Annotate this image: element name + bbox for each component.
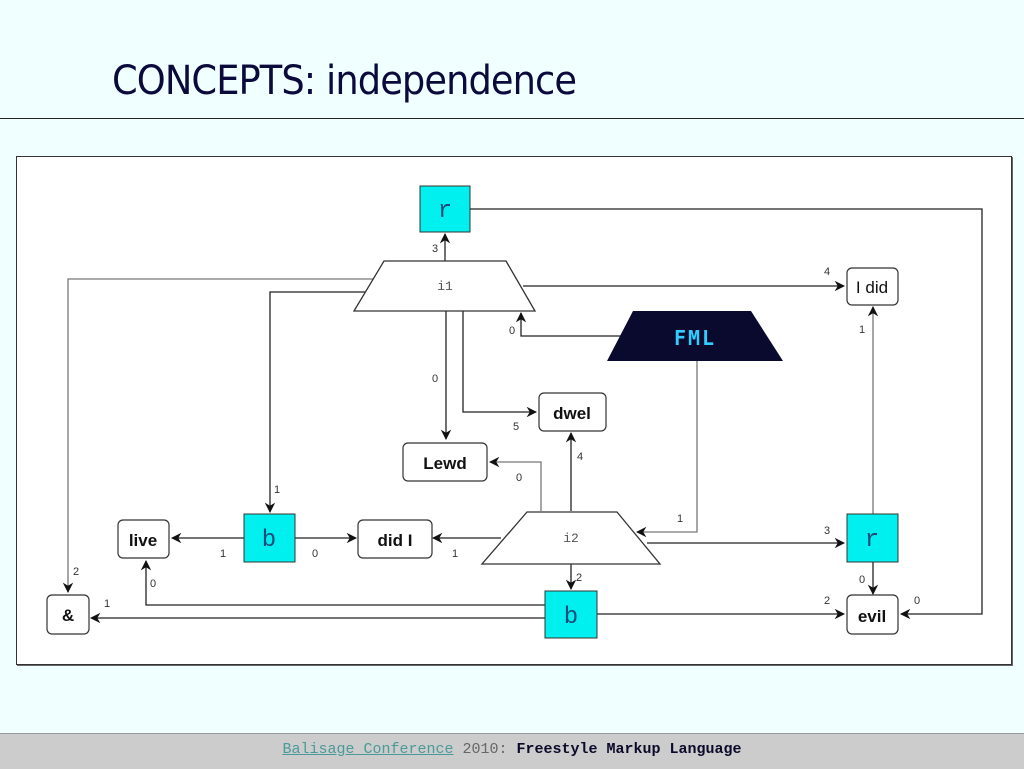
label-r-right-i-did: 1 [859,324,865,336]
footer: Balisage Conference 2010: Freestyle Mark… [0,733,1024,769]
node-evil-label: evil [858,607,886,626]
label-i2-dwel: 4 [577,451,583,463]
node-i-did-label: I did [856,278,888,297]
footer-year: 2010: [462,741,508,758]
label-i1-i-did: 4 [824,266,830,278]
label-i1-r-top: 3 [432,243,438,255]
label-r-right-evil: 0 [859,574,865,586]
node-did-i-label: did I [378,531,413,550]
node-lewd-label: Lewd [423,454,466,473]
node-lewd[interactable] [402,442,488,482]
label-fml-i1: 0 [509,325,515,337]
node-amp-label: & [62,606,74,625]
edge-fml-i1 [515,311,627,337]
label-b-bottom-live: 0 [150,578,156,590]
edge-fml-i2 [635,361,698,538]
node-b-left-label: b [262,527,276,554]
node-i1[interactable] [352,260,537,312]
edge-i1-b-left [264,291,367,514]
diagram-canvas: r i1 FML I did dwel Lewd live b did I i2… [46,185,983,639]
label-r-top-evil: 0 [914,595,920,607]
edge-b-bottom-live [140,559,545,606]
label-i1-amp: 2 [73,566,79,578]
node-r-top[interactable] [419,185,471,233]
label-b-bottom-evil: 2 [824,595,830,607]
edge-i1-amp [62,278,381,594]
edge-i1-dwel [462,311,538,418]
talk-title: Freestyle Markup Language [516,741,742,758]
label-i1-b-left: 1 [274,484,280,496]
diagram-frame: r i1 FML I did dwel Lewd live b did I i2… [16,156,1012,665]
node-i2-label: i2 [563,531,579,546]
node-b-left[interactable] [243,513,296,563]
label-i2-did-i: 1 [452,548,458,560]
node-fml-label: FML [674,326,716,350]
node-did-i[interactable] [357,519,433,559]
node-dwel-label: dwel [553,404,591,423]
label-i2-lewd: 0 [516,472,522,484]
label-b-bottom-amp: 1 [104,598,110,610]
label-fml-i2: 1 [677,513,683,525]
slide-title: CONCEPTS: independence [112,58,577,104]
node-live-label: live [129,531,157,550]
node-amp[interactable] [46,594,90,635]
label-i1-dwel: 5 [513,421,519,433]
title-divider [0,118,1024,119]
edge-i2-lewd [488,456,542,511]
node-i1-label: i1 [437,279,453,294]
edge-r-top-evil [470,208,983,620]
node-dwel[interactable] [538,392,607,432]
conference-link[interactable]: Balisage Conference [282,741,454,758]
node-b-bottom-label: b [564,604,578,631]
node-r-right-label: r [865,527,879,554]
label-i2-b-bottom: 2 [576,572,582,584]
label-i2-r-right: 3 [824,525,830,537]
node-b-bottom[interactable] [544,590,598,639]
node-evil[interactable] [846,594,899,635]
node-r-top-label: r [438,198,452,225]
label-b-left-did-i: 0 [312,548,318,560]
label-i1-lewd: 0 [432,373,438,385]
node-i2[interactable] [480,511,662,565]
node-i-did[interactable] [846,267,899,306]
node-r-right[interactable] [846,513,899,563]
node-fml[interactable] [607,311,783,361]
label-b-left-live: 1 [220,548,226,560]
node-live[interactable] [117,519,170,559]
